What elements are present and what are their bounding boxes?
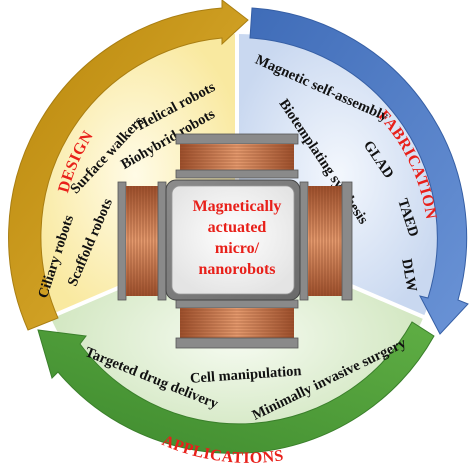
workspace [171, 185, 295, 295]
left-coil [117, 181, 167, 301]
fabrication-arrow [249, 7, 469, 335]
center-title-line-2: actuated [208, 219, 267, 236]
right-coil [299, 181, 353, 301]
applications-arrow [37, 321, 435, 454]
center-title-line-4: nanorobots [198, 261, 275, 278]
bottom-coil [175, 299, 299, 349]
applications-item-cell-manipulation: Cell manipulation [190, 363, 302, 387]
fabrication-item-dlw: DLW [398, 258, 420, 294]
electromagnetic-coil-system-icon [117, 133, 353, 349]
design-arrow [8, 0, 249, 331]
coil-windings [127, 145, 341, 338]
center-title-line-3: micro/ [215, 240, 260, 257]
center-title-line-1: Magnetically [193, 198, 282, 215]
top-coil [175, 133, 299, 179]
